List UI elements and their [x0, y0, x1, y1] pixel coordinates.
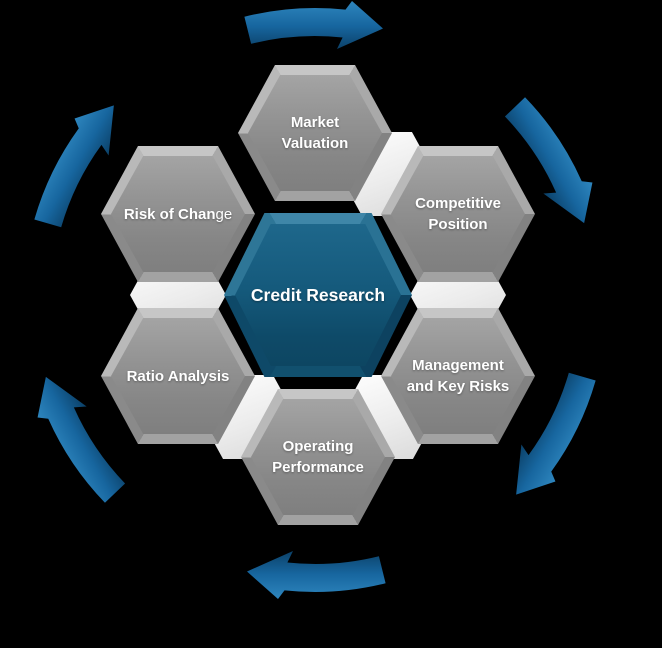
cycle-arrow-top — [244, 1, 383, 49]
hexagon-label-bold: Risk of Chan — [123, 205, 216, 223]
hexagon-face — [235, 224, 401, 366]
hexagon-face — [251, 399, 385, 515]
hexagon-credit-research: Credit Research — [224, 213, 412, 377]
hexagon-label: Operating Performance — [272, 438, 364, 476]
hexagon-face — [111, 156, 245, 272]
hexagon-label: Market Valuation — [281, 114, 349, 152]
hexagon-label-tail: ge — [215, 205, 233, 223]
hexagon-label: Ratio Analysis — [126, 367, 230, 385]
hexagon-face — [111, 318, 245, 434]
hexagon-label: Credit Research — [250, 284, 386, 305]
hexagon-operating-performance: Operating Performance — [241, 389, 395, 525]
cycle-arrow-bottom — [247, 551, 386, 599]
hexagon-face — [248, 75, 382, 191]
hexagon-label: Competitive Position — [415, 195, 501, 233]
hexagon-market-valuation: Market Valuation — [238, 65, 392, 201]
